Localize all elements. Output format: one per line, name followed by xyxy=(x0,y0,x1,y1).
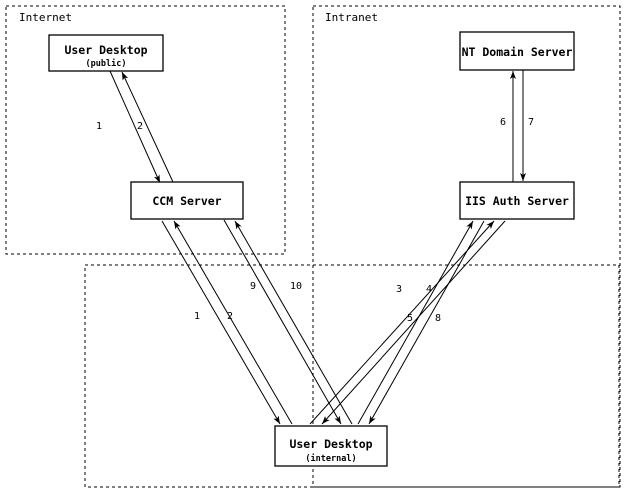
flow-line-5 xyxy=(309,220,495,425)
flow-group-internal-iis-3-4: 3 4 xyxy=(357,220,485,425)
flow-group-internal-iis-5-8: 5 8 xyxy=(309,220,506,425)
node-user-desktop-public[interactable]: User Desktop (public) xyxy=(48,34,164,72)
iis-auth-server-title: IIS Auth Server xyxy=(465,194,569,208)
zone-intranet: Intranet xyxy=(312,5,621,488)
zone-intranet-label: Intranet xyxy=(325,11,378,24)
user-desktop-public-box[interactable] xyxy=(48,34,164,72)
zone-intranet-border xyxy=(312,5,621,488)
flow-line-9 xyxy=(223,219,342,425)
flow-label-7: 7 xyxy=(528,117,534,128)
flow-label-2-public: 2 xyxy=(137,121,143,132)
user-desktop-public-title: User Desktop xyxy=(64,43,147,57)
flow-label-6: 6 xyxy=(500,117,506,128)
flow-line-4 xyxy=(368,220,485,425)
flow-label-9: 9 xyxy=(250,281,256,292)
flow-label-8: 8 xyxy=(435,313,441,324)
zone-internet-label: Internet xyxy=(19,11,72,24)
flow-line-1-internal xyxy=(161,220,281,425)
node-user-desktop-internal[interactable]: User Desktop (internal) xyxy=(274,425,388,467)
zone-internal-border xyxy=(84,264,620,488)
flow-group-iis-ntdomain: 6 7 xyxy=(500,70,534,182)
nt-domain-server-title: NT Domain Server xyxy=(462,45,573,59)
flow-label-4: 4 xyxy=(426,284,432,295)
zone-internet-border xyxy=(5,5,286,255)
flow-line-3 xyxy=(357,220,474,425)
flow-line-1-public xyxy=(109,70,161,184)
ccm-server-box[interactable] xyxy=(130,181,244,220)
zone-internal-network xyxy=(84,264,620,488)
user-desktop-internal-box[interactable] xyxy=(274,425,388,467)
flow-line-2-internal xyxy=(173,220,293,425)
flow-label-5: 5 xyxy=(407,313,413,324)
flow-line-8 xyxy=(321,220,506,425)
flow-group-ccm-internal-1-2: 1 2 xyxy=(161,220,293,425)
flow-label-1-internal: 1 xyxy=(194,311,200,322)
flow-label-2-internal: 2 xyxy=(227,311,233,322)
nt-domain-server-box[interactable] xyxy=(459,31,575,71)
user-desktop-internal-subtitle: (internal) xyxy=(305,453,356,464)
user-desktop-internal-title: User Desktop xyxy=(289,437,372,451)
flow-line-10 xyxy=(234,220,353,425)
ccm-server-title: CCM Server xyxy=(152,194,221,208)
zone-internet: Internet xyxy=(5,5,286,255)
flow-label-1-public: 1 xyxy=(96,121,102,132)
user-desktop-public-subtitle: (public) xyxy=(86,58,127,69)
node-ccm-server[interactable]: CCM Server xyxy=(130,181,244,220)
iis-auth-server-box[interactable] xyxy=(459,181,575,220)
flow-label-10: 10 xyxy=(290,281,302,292)
flow-label-3: 3 xyxy=(396,284,402,295)
flow-line-2-public xyxy=(121,71,174,183)
node-nt-domain-server[interactable]: NT Domain Server xyxy=(459,31,575,71)
flow-group-public-ccm: 1 2 xyxy=(96,70,174,184)
flow-group-ccm-internal-9-10: 9 10 xyxy=(223,219,353,425)
node-iis-auth-server[interactable]: IIS Auth Server xyxy=(459,181,575,220)
